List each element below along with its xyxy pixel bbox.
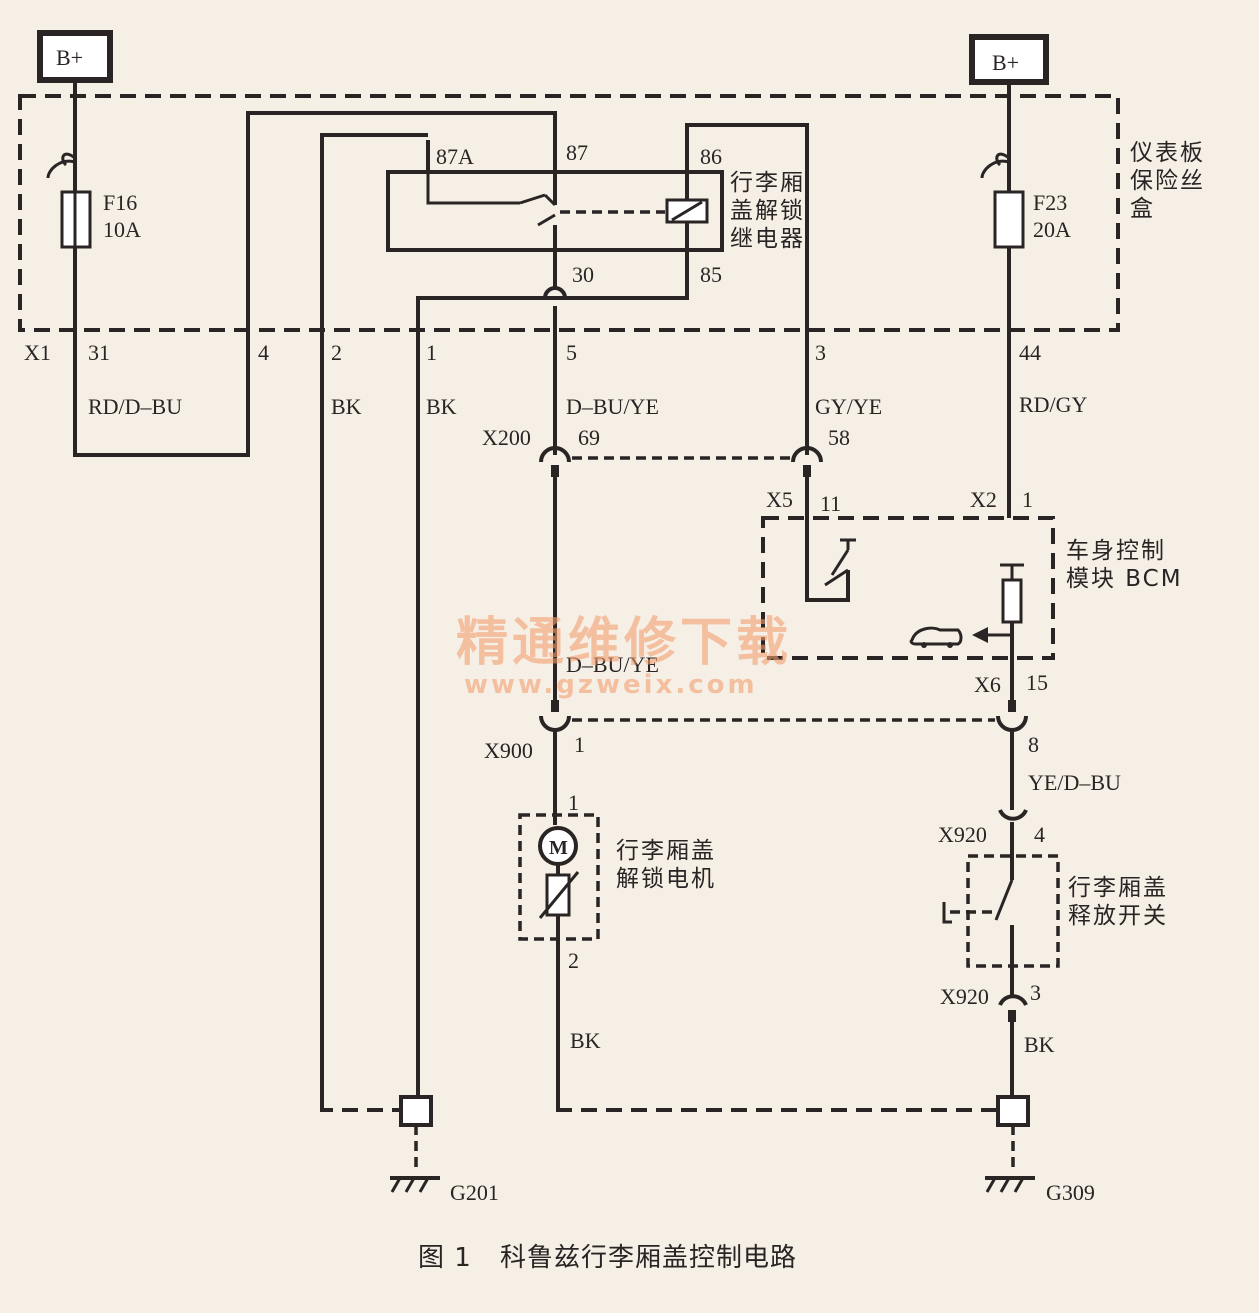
relay-pin-85: 85 (700, 262, 722, 287)
watermark-url: www.gzweix.com (464, 670, 758, 700)
wire-bk-motor: BK (570, 1028, 601, 1053)
x1-pin-4: 4 (258, 340, 269, 365)
bcm-name-2: 模块 BCM (1066, 566, 1183, 592)
bcm-switch-arm (824, 568, 849, 587)
fuse-f23-rating: 20A (1033, 217, 1071, 242)
bcm-switch-blade (830, 549, 850, 576)
connector-x200: X200 69 58 (482, 425, 850, 477)
motor-pin-2: 2 (568, 948, 579, 973)
x900-label: X900 (484, 738, 533, 763)
trunk-release-motor: 1 M 2 行李厢盖 解锁电机 (518, 790, 716, 1108)
x2-label: X2 (970, 487, 997, 512)
bcm-driver (909, 563, 1024, 700)
car-icon (909, 626, 963, 646)
wire-bcm-input (805, 477, 850, 602)
wire-rd-gy: RD/GY (1019, 392, 1088, 417)
x200-label: X200 (482, 425, 531, 450)
bcm-switch-contact (840, 538, 856, 550)
bcm-name-1: 车身控制 (1066, 538, 1166, 564)
wire-bk-1: BK (331, 394, 362, 419)
fuse-box-name-1: 仪表板 (1130, 140, 1205, 166)
x920b-label: X920 (940, 984, 989, 1009)
wire-bk-switch: BK (1024, 1032, 1055, 1057)
fuse-box-name-2: 保险丝 (1130, 168, 1205, 194)
motor-name-2: 解锁电机 (616, 866, 716, 892)
x2-pin-1: 1 (1022, 487, 1033, 512)
g201-label: G201 (450, 1180, 499, 1205)
x1-pin-2: 2 (331, 340, 342, 365)
motor-symbol: M (549, 837, 568, 859)
fuse-box-name-3: 盒 (1130, 196, 1155, 222)
relay-name-1: 行李厢 (730, 170, 805, 196)
x900-pin-1: 1 (574, 732, 585, 757)
fuse-f16-id: F16 (103, 190, 137, 215)
x6-pin-15: 15 (1026, 670, 1048, 695)
relay-pin-86: 86 (700, 144, 722, 169)
x1-pin-31: 31 (88, 340, 110, 365)
caption-fig: 图 1 (418, 1243, 472, 1273)
fuse-f23: F23 20A (980, 82, 1071, 518)
x200-pin-69: 69 (578, 425, 600, 450)
g309-label: G309 (1046, 1180, 1095, 1205)
supply-right-label: B+ (992, 50, 1019, 75)
connector-x1: X1 (24, 340, 51, 365)
x200-pin-58: 58 (828, 425, 850, 450)
relay-pin-30: 30 (572, 262, 594, 287)
supply-left: B+ (37, 30, 113, 83)
x6-label: X6 (974, 672, 1001, 697)
x1-pin-44: 44 (1019, 340, 1041, 365)
x1-pin-5: 5 (566, 340, 577, 365)
x920a-label: X920 (938, 822, 987, 847)
fuse-f16: F16 10A (46, 80, 557, 457)
fuse-box-outline (18, 94, 1120, 332)
wire-bk-2: BK (426, 394, 457, 419)
x5-pin-11: 11 (820, 491, 841, 516)
wire-gy-ye: GY/YE (815, 394, 882, 419)
x900-pin-8: 8 (1028, 732, 1039, 757)
watermark-cn: 精通维修下载 (456, 613, 792, 673)
wire-dbu-ye: D–BU/YE (566, 394, 659, 419)
wire-dbu-ye-2: D–BU/YE (566, 652, 659, 677)
ground-g309: G309 (556, 1095, 1095, 1205)
x920a-pin-4: 4 (1034, 822, 1045, 847)
switch-name-1: 行李厢盖 (1068, 875, 1168, 901)
fuse-f16-rating: 10A (103, 217, 141, 242)
relay-name-2: 盖解锁 (730, 198, 805, 224)
relay-name-3: 继电器 (730, 226, 805, 252)
fuse-f23-id: F23 (1033, 190, 1067, 215)
x1-pin-3: 3 (815, 340, 826, 365)
ground-g201: G201 (320, 1095, 499, 1205)
connector-x900: X900 1 8 (484, 700, 1039, 825)
supply-right: B+ (969, 34, 1049, 85)
trunk-release-switch: X920 4 X920 3 行李厢盖 释放开关 (938, 809, 1168, 1100)
relay-pin-87a: 87A (436, 144, 474, 169)
supply-left-label: B+ (56, 45, 83, 70)
motor-pin-1: 1 (568, 790, 579, 815)
wire-rd-dbu: RD/D–BU (88, 394, 182, 419)
motor-name-1: 行李厢盖 (616, 838, 716, 864)
caption-title: 科鲁兹行李厢盖控制电路 (500, 1243, 797, 1273)
wire-ye-dbu: YE/D–BU (1028, 770, 1121, 795)
switch-name-2: 释放开关 (1068, 903, 1168, 929)
x1-pin-1: 1 (426, 340, 437, 365)
relay-pin-87: 87 (566, 140, 588, 165)
trunk-release-relay: 87A 87 86 30 85 行李厢 盖解锁 继电器 (320, 123, 809, 1105)
x920b-pin-3: 3 (1030, 980, 1041, 1005)
x5-label: X5 (766, 487, 793, 512)
bcm-outline (761, 516, 1055, 660)
